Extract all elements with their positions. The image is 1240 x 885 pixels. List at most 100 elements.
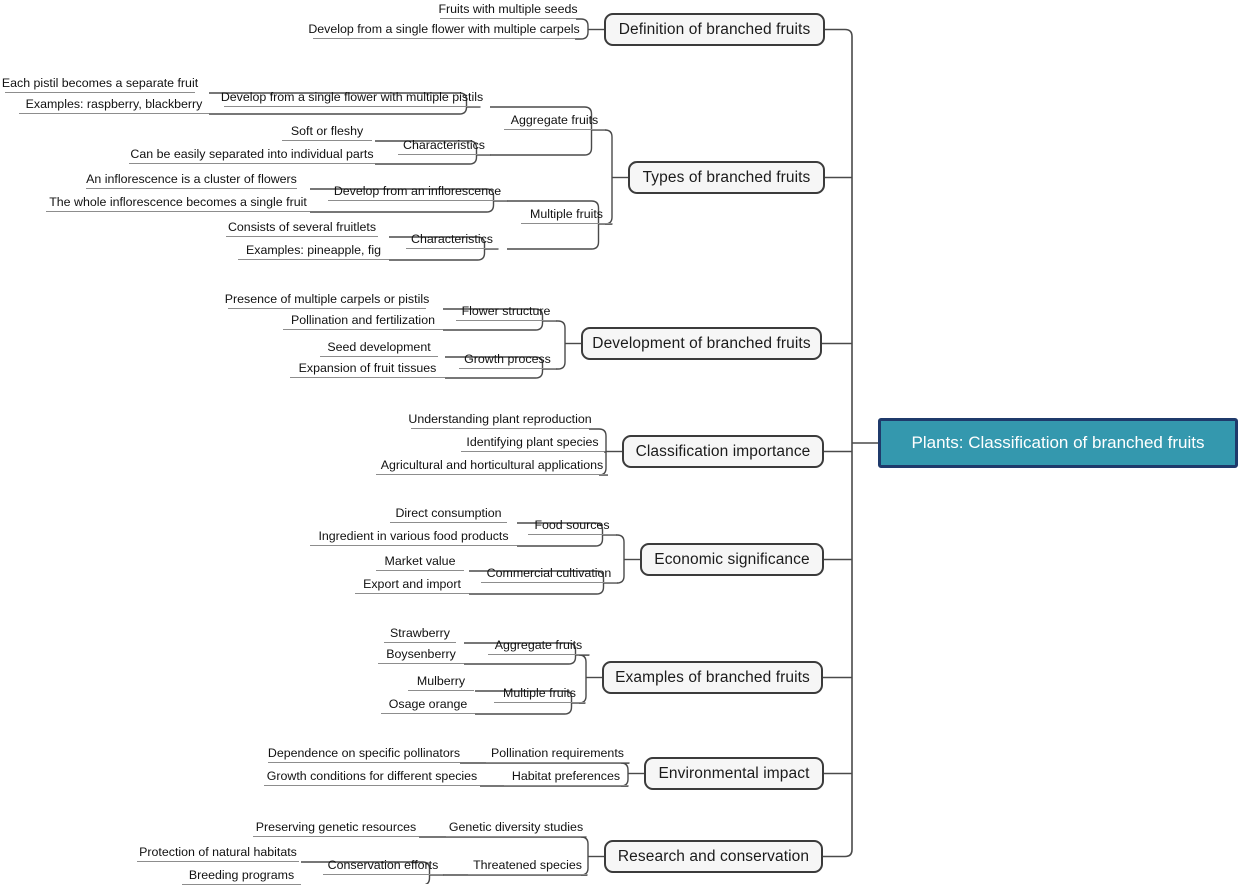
leaf-node[interactable]: Growth conditions for different species: [264, 769, 480, 786]
connector-path: [301, 861, 431, 870]
connector-path: [469, 586, 605, 595]
leaf-node[interactable]: Develop from a single flower with multip…: [221, 90, 483, 107]
leaf-node[interactable]: Expansion of fruit tissues: [290, 361, 445, 378]
leaf-node[interactable]: Flower structure: [456, 304, 556, 321]
leaf-node[interactable]: Pollination and fertilization: [283, 313, 443, 330]
leaf-node[interactable]: Consists of several fruitlets: [226, 220, 378, 237]
connector-path: [823, 849, 853, 858]
leaf-node[interactable]: The whole inflorescence becomes a single…: [46, 195, 310, 212]
leaf-node[interactable]: Market value: [376, 554, 464, 571]
connector-path: [576, 18, 589, 27]
connector-path: [620, 762, 629, 771]
branch-node-label: Research and conservation: [617, 847, 810, 865]
connector-path: [517, 538, 604, 547]
branch-node-label: Environmental impact: [658, 764, 810, 782]
branch-node-examples[interactable]: Examples of branched fruits: [602, 661, 823, 694]
branch-node-label: Definition of branched fruits: [618, 20, 811, 38]
leaf-node[interactable]: Understanding plant reproduction: [408, 412, 592, 429]
leaf-node[interactable]: Threatened species: [468, 858, 587, 875]
connector-path: [575, 31, 589, 40]
leaf-node[interactable]: Characteristics: [398, 138, 490, 155]
connector-path: [464, 642, 577, 651]
leaf-node[interactable]: Breeding programs: [182, 868, 301, 885]
connector-path: [389, 236, 486, 245]
leaf-node[interactable]: Preserving genetic resources: [253, 820, 419, 837]
branch-node-label: Examples of branched fruits: [615, 668, 810, 686]
connector-path: [310, 188, 495, 197]
connector-path: [445, 356, 544, 365]
leaf-node[interactable]: Direct consumption: [390, 506, 507, 523]
connector-path: [424, 877, 431, 884]
leaf-node[interactable]: Protection of natural habitats: [137, 845, 299, 862]
connector-path: [375, 156, 478, 165]
leaf-node[interactable]: Multiple fruits: [521, 207, 612, 224]
leaf-node[interactable]: Develop from a single flower with multip…: [308, 22, 580, 39]
connector-path: [475, 690, 573, 699]
center-node[interactable]: Plants: Classification of branched fruit…: [878, 418, 1238, 468]
leaf-node[interactable]: Export and import: [355, 577, 469, 594]
leaf-node[interactable]: Boysenberry: [378, 647, 464, 664]
branch-node-economic[interactable]: Economic significance: [640, 543, 824, 576]
branch-node-definition[interactable]: Definition of branched fruits: [604, 13, 825, 46]
leaf-node[interactable]: Conservation efforts: [323, 858, 443, 875]
leaf-node[interactable]: Mulberry: [408, 674, 474, 691]
connector-path: [616, 534, 625, 543]
connector-path: [389, 252, 486, 261]
connector-path: [580, 867, 589, 876]
connector-path: [604, 129, 613, 138]
leaf-node[interactable]: Osage orange: [381, 697, 475, 714]
branch-node-development[interactable]: Development of branched fruits: [581, 327, 822, 360]
connector-path: [490, 106, 593, 115]
connector-path: [445, 370, 544, 379]
connector-path: [443, 322, 544, 331]
branch-node-label: Economic significance: [654, 550, 810, 568]
branch-node-classification[interactable]: Classification importance: [622, 435, 824, 468]
leaf-node[interactable]: An inflorescence is a cluster of flowers: [86, 172, 297, 189]
leaf-node[interactable]: Growth process: [459, 352, 556, 369]
leaf-node[interactable]: Examples: pineapple, fig: [238, 243, 389, 260]
leaf-node[interactable]: Dependence on specific pollinators: [268, 746, 460, 763]
leaf-node[interactable]: Commercial cultivation: [481, 566, 617, 583]
connector-path: [578, 654, 589, 663]
connector-path: [490, 147, 593, 156]
connector-path: [209, 106, 468, 115]
leaf-node[interactable]: Aggregate fruits: [488, 638, 589, 655]
branch-node-label: Development of branched fruits: [592, 334, 811, 352]
branch-node-environmental[interactable]: Environmental impact: [644, 757, 824, 790]
leaf-node[interactable]: Aggregate fruits: [504, 113, 605, 130]
leaf-node[interactable]: Characteristics: [406, 232, 498, 249]
branch-node-research[interactable]: Research and conservation: [604, 840, 823, 873]
leaf-node[interactable]: Genetic diversity studies: [446, 820, 586, 837]
connector-path: [443, 308, 544, 317]
branch-node-label: Types of branched fruits: [642, 168, 811, 186]
leaf-node[interactable]: Food sources: [528, 518, 616, 535]
connector-path: [598, 467, 608, 476]
leaf-node[interactable]: Presence of multiple carpels or pistils: [225, 292, 429, 309]
connector-path: [589, 428, 607, 437]
connector-path: [375, 140, 478, 149]
leaf-node[interactable]: Ingredient in various food products: [310, 529, 517, 546]
leaf-node[interactable]: Pollination requirements: [486, 746, 629, 763]
connector-path: [464, 656, 577, 665]
connector-path: [310, 204, 495, 213]
branch-node-types[interactable]: Types of branched fruits: [628, 161, 825, 194]
connector-path: [507, 241, 600, 250]
leaf-node[interactable]: Develop from an inflorescence: [328, 184, 507, 201]
leaf-node[interactable]: Identifying plant species: [461, 435, 604, 452]
connector-path: [580, 836, 589, 845]
leaf-node[interactable]: Strawberry: [384, 626, 456, 643]
connector-path: [469, 570, 605, 579]
leaf-node[interactable]: Agricultural and horticultural applicati…: [376, 458, 608, 475]
leaf-node[interactable]: Fruits with multiple seeds: [438, 2, 578, 19]
connector-path: [604, 216, 613, 225]
leaf-node[interactable]: Each pistil becomes a separate fruit: [2, 76, 198, 93]
connector-path: [475, 706, 573, 715]
leaf-node[interactable]: Multiple fruits: [494, 686, 585, 703]
connector-path: [578, 695, 587, 704]
leaf-node[interactable]: Soft or fleshy: [282, 124, 372, 141]
leaf-node[interactable]: Seed development: [320, 340, 438, 357]
leaf-node[interactable]: Can be easily separated into individual …: [129, 147, 375, 164]
leaf-node[interactable]: Examples: raspberry, blackberry: [19, 97, 209, 114]
leaf-node[interactable]: Habitat preferences: [504, 769, 628, 786]
